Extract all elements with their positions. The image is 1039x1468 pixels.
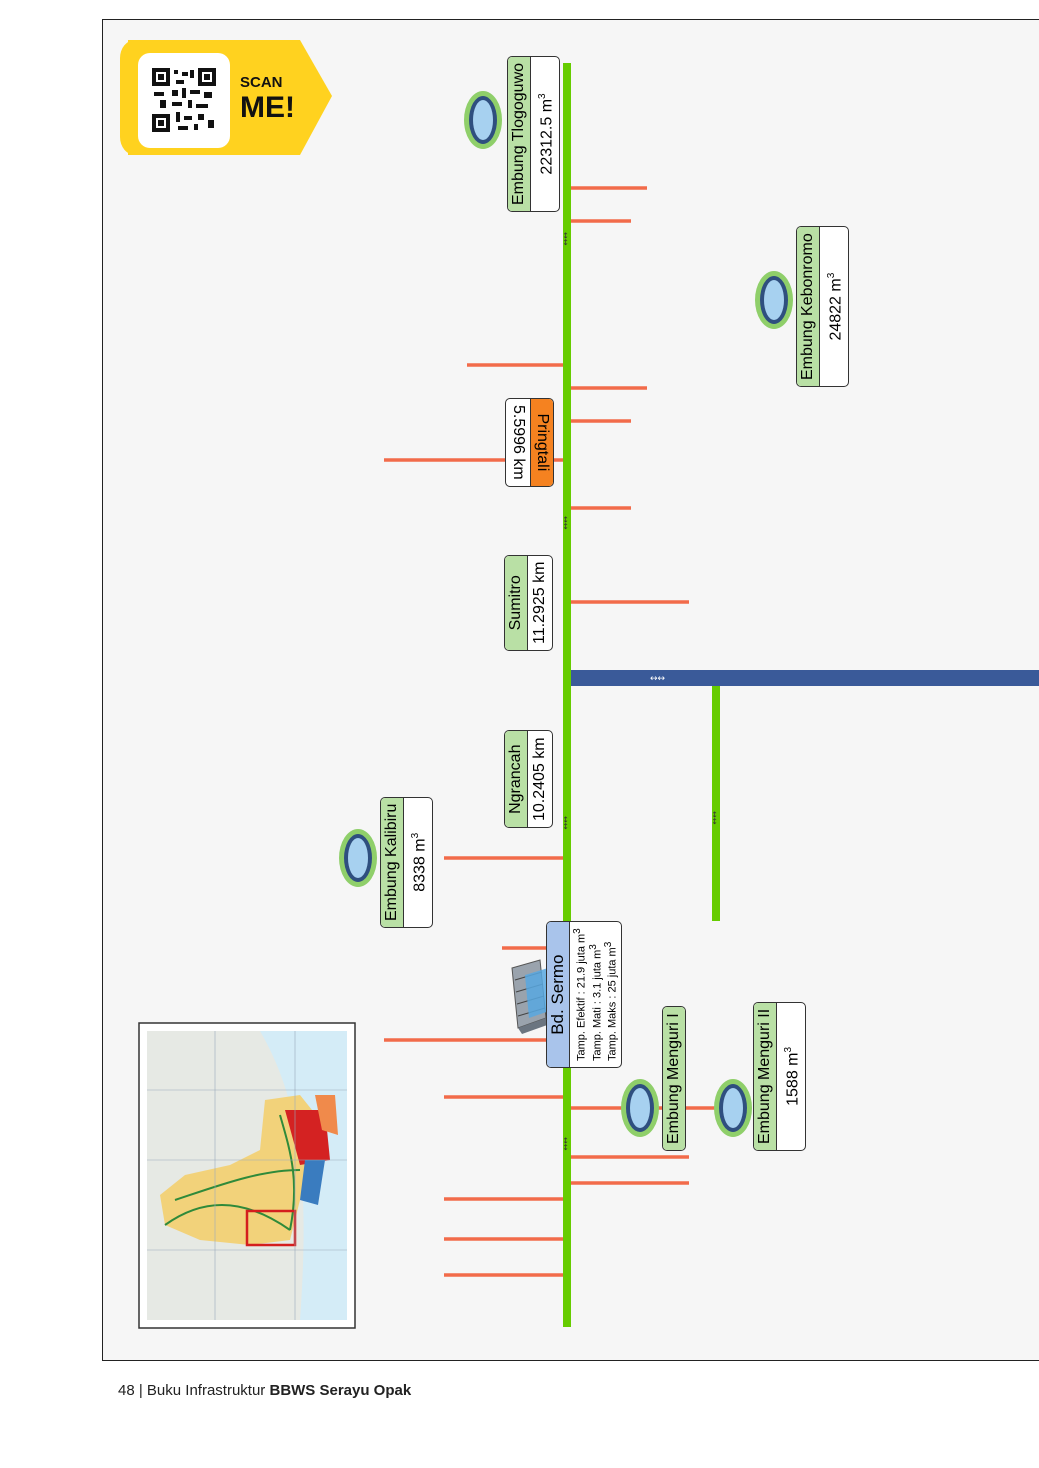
label-weir-sumitro: Sumitro 11.2925 km — [504, 554, 553, 651]
svg-text:↔↔: ↔↔ — [561, 516, 570, 530]
qr-card — [138, 53, 230, 148]
weir-distance: 5.5996 km — [510, 405, 527, 480]
dam-capacity: Tamp. Efektif : 21.9 juta m3 Tamp. Mati … — [572, 928, 619, 1061]
footer-text: Buku Infrastruktur — [146, 1382, 266, 1399]
weir-distance: 11.2925 km — [531, 561, 548, 644]
label-embung-kalibiru: Embung Kalibiru 8338 m3 — [380, 796, 434, 928]
branch-river — [712, 686, 720, 921]
inset-location-map — [138, 1022, 356, 1329]
label-weir-pringtali: Pringtali 5.5996 km — [505, 398, 554, 487]
scan-me-badge[interactable]: SCAN ME! — [120, 40, 332, 155]
reservoir-icon — [714, 1079, 752, 1137]
label-weir-ngrancah: Ngrancah 10.2405 km — [504, 730, 553, 828]
reservoir-capacity: 1588 m3 — [783, 1046, 802, 1106]
svg-text:↔↔: ↔↔ — [561, 1137, 570, 1151]
reservoir-icon — [464, 91, 502, 149]
reservoir-icon — [755, 271, 793, 329]
dam-building-icon — [511, 959, 552, 1034]
page-footer: 48 | Buku Infrastruktur BBWS Serayu Opak — [118, 1382, 412, 1399]
weir-name: Pringtali — [530, 399, 553, 486]
label-embung-tlogoguwo: Embung Tlogoguwo 22312.5 m3 — [507, 55, 561, 212]
flow-arrow-icon: ↔↔ — [650, 674, 666, 684]
label-embung-menguri-2: Embung Menguri II 1588 m3 — [753, 1001, 807, 1151]
label-embung-kebonromo: Embung Kebonromo 24822 m3 — [796, 226, 850, 387]
reservoir-name: Embung Menguri I — [663, 1007, 685, 1150]
svg-text:↔↔: ↔↔ — [561, 232, 570, 246]
qr-code-icon — [152, 68, 216, 132]
label-embung-menguri-1: Embung Menguri I — [662, 1006, 686, 1151]
weir-name: Ngrancah — [505, 731, 528, 827]
reservoir-name: Embung Kalibiru — [381, 797, 404, 927]
footer-bold-text: BBWS Serayu Opak — [269, 1382, 412, 1399]
label-dam-sermo: Bd. Sermo Tamp. Efektif : 21.9 juta m3 T… — [546, 921, 622, 1068]
reservoir-name: Embung Tlogoguwo — [508, 56, 531, 211]
weir-distance: 10.2405 km — [531, 737, 548, 821]
reservoir-capacity: 8338 m3 — [410, 832, 429, 892]
scan-text: SCAN — [240, 74, 283, 91]
svg-text:↔↔: ↔↔ — [561, 816, 570, 830]
weir-name: Sumitro — [505, 555, 528, 650]
reservoir-name: Embung Kebonromo — [797, 227, 820, 386]
reservoir-name: Embung Menguri II — [754, 1002, 777, 1150]
reservoir-icon — [339, 829, 377, 887]
svg-text:↔↔: ↔↔ — [710, 811, 719, 825]
me-text: ME! — [240, 91, 295, 124]
dam-name: Bd. Sermo — [547, 922, 570, 1067]
flow-markers: ↔↔ ↔↔ ↔↔ ↔↔ ↔↔ — [561, 232, 719, 1151]
page-number: 48 — [118, 1382, 135, 1399]
main-river — [566, 670, 1039, 686]
reservoir-icon — [621, 1079, 659, 1137]
reservoir-capacity: 24822 m3 — [826, 272, 845, 341]
reservoir-capacity: 22312.5 m3 — [537, 93, 556, 175]
tributaries — [384, 186, 720, 1277]
river-spine — [563, 63, 571, 1327]
